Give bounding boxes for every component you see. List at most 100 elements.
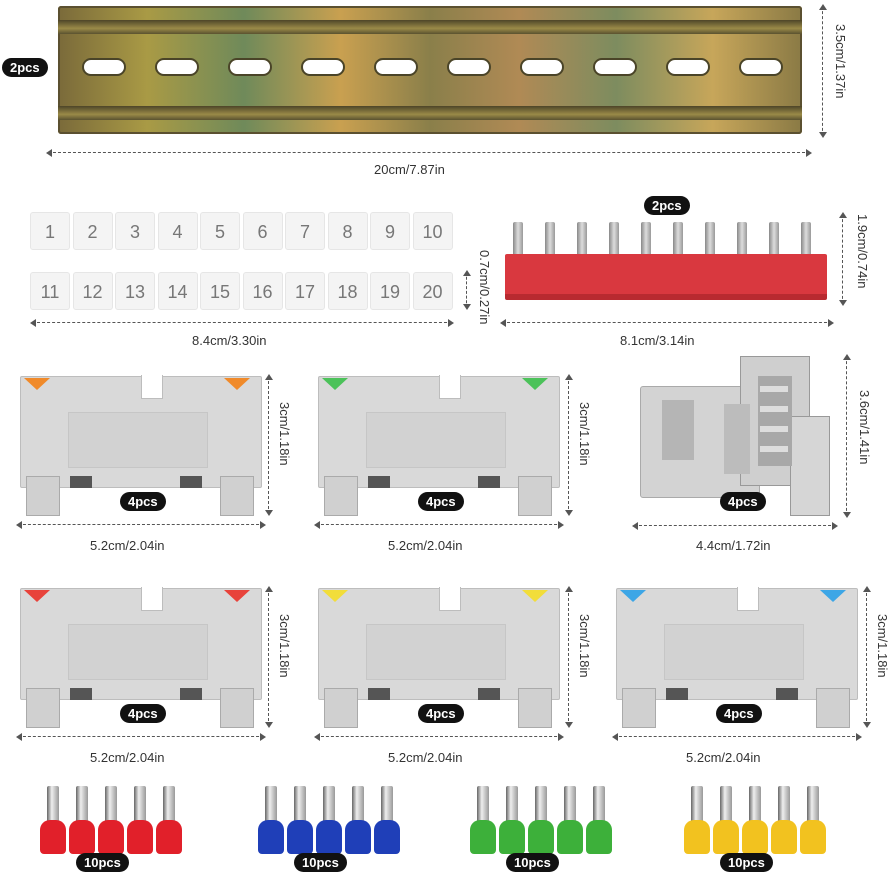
terminal-block-height-arrow — [565, 586, 573, 728]
marker-cell: 18 — [327, 272, 368, 310]
marker-cell: 6 — [242, 212, 283, 250]
color-indicator-icon — [820, 590, 846, 602]
ferrule-insulator — [156, 820, 182, 854]
terminal-block-width-arrow — [16, 733, 266, 741]
rail-slot — [447, 58, 491, 76]
ferrule-pin — [294, 786, 306, 822]
ferrule — [742, 786, 768, 856]
terminal-block-width-arrow — [16, 521, 266, 529]
marker-cell: 14 — [157, 272, 198, 310]
ferrule-insulator — [316, 820, 342, 854]
marker-cell: 13 — [115, 272, 155, 310]
jumper-pin — [577, 222, 587, 258]
ferrule — [800, 786, 826, 856]
rail-bottom-flange — [58, 106, 802, 120]
screw-hole — [478, 476, 500, 488]
ferrule-insulator — [557, 820, 583, 854]
ferrule — [684, 786, 710, 856]
terminal-block-foot — [518, 688, 552, 728]
ferrule-pin — [105, 786, 117, 822]
ferrule — [40, 786, 66, 856]
rail-slot — [593, 58, 637, 76]
rail-slot — [155, 58, 199, 76]
rail-quantity-badge: 2pcs — [2, 58, 48, 77]
ferrule-quantity-badge: 10pcs — [294, 853, 347, 872]
ferrule-pin — [47, 786, 59, 822]
ferrule-insulator — [127, 820, 153, 854]
color-indicator-icon — [522, 590, 548, 602]
rail-slot — [520, 58, 564, 76]
din-rail — [58, 6, 802, 134]
ferrule-insulator — [771, 820, 797, 854]
color-indicator-icon — [620, 590, 646, 602]
marker-cell: 7 — [285, 212, 325, 250]
ferrule-quantity-badge: 10pcs — [720, 853, 773, 872]
marker-cell: 17 — [285, 272, 325, 310]
rail-slot — [374, 58, 418, 76]
jumper-pin — [545, 222, 555, 258]
end-stop-height-label: 3.6cm/1.41in — [857, 390, 872, 465]
terminal-block-panel — [68, 412, 208, 468]
jumper-width-arrow — [500, 319, 834, 327]
ferrule-pin — [564, 786, 576, 822]
ferrule — [586, 786, 612, 856]
ferrule-insulator — [258, 820, 284, 854]
end-stop-height-arrow — [843, 354, 851, 518]
marker-cell: 10 — [412, 212, 453, 250]
ferrule-pin — [352, 786, 364, 822]
ferrule-insulator — [287, 820, 313, 854]
marker-cell: 12 — [72, 272, 113, 310]
ferrule-pin — [477, 786, 489, 822]
terminal-block — [20, 587, 262, 728]
ferrule-insulator — [586, 820, 612, 854]
rail-slot — [666, 58, 710, 76]
terminal-block — [616, 587, 858, 728]
ferrule-quantity-badge: 10pcs — [506, 853, 559, 872]
marker-cell: 15 — [200, 272, 240, 310]
terminal-block-foot — [816, 688, 850, 728]
ferrule-insulator — [713, 820, 739, 854]
ferrule — [287, 786, 313, 856]
jumper-bar — [505, 220, 827, 302]
ferrule-insulator — [528, 820, 554, 854]
ferrule-insulator — [98, 820, 124, 854]
jumper-quantity-badge: 2pcs — [644, 196, 690, 215]
ferrule — [528, 786, 554, 856]
ferrule-pin — [691, 786, 703, 822]
ferrule — [98, 786, 124, 856]
end-stop-width-arrow — [632, 522, 838, 530]
color-indicator-icon — [224, 590, 250, 602]
screw-hole — [478, 688, 500, 700]
marker-cell: 19 — [370, 272, 410, 310]
terminal-block-notch — [141, 375, 163, 399]
end-stop — [640, 356, 832, 516]
jumper-pin — [737, 222, 747, 258]
ferrule — [771, 786, 797, 856]
ferrule-pin — [265, 786, 277, 822]
rail-slot — [301, 58, 345, 76]
jumper-bar-body — [505, 254, 827, 300]
terminal-block-foot — [220, 688, 254, 728]
color-indicator-icon — [322, 590, 348, 602]
terminal-block-quantity-badge: 4pcs — [716, 704, 762, 723]
ferrule-pin — [323, 786, 335, 822]
marker-cell: 2 — [72, 212, 113, 250]
ferrule — [374, 786, 400, 856]
terminal-block-quantity-badge: 4pcs — [120, 492, 166, 511]
color-indicator-icon — [522, 378, 548, 390]
rail-slot — [739, 58, 783, 76]
ferrule — [258, 786, 284, 856]
ferrule — [499, 786, 525, 856]
terminal-block-width-arrow — [314, 733, 564, 741]
ferrule — [470, 786, 496, 856]
screw-hole — [70, 476, 92, 488]
ferrule-quantity-badge: 10pcs — [76, 853, 129, 872]
rail-slot — [82, 58, 126, 76]
terminal-block-notch — [439, 587, 461, 611]
terminal-block-panel — [366, 412, 506, 468]
jumper-pin — [673, 222, 683, 258]
terminal-block-foot — [324, 688, 358, 728]
ferrule — [316, 786, 342, 856]
marker-cell: 8 — [327, 212, 368, 250]
